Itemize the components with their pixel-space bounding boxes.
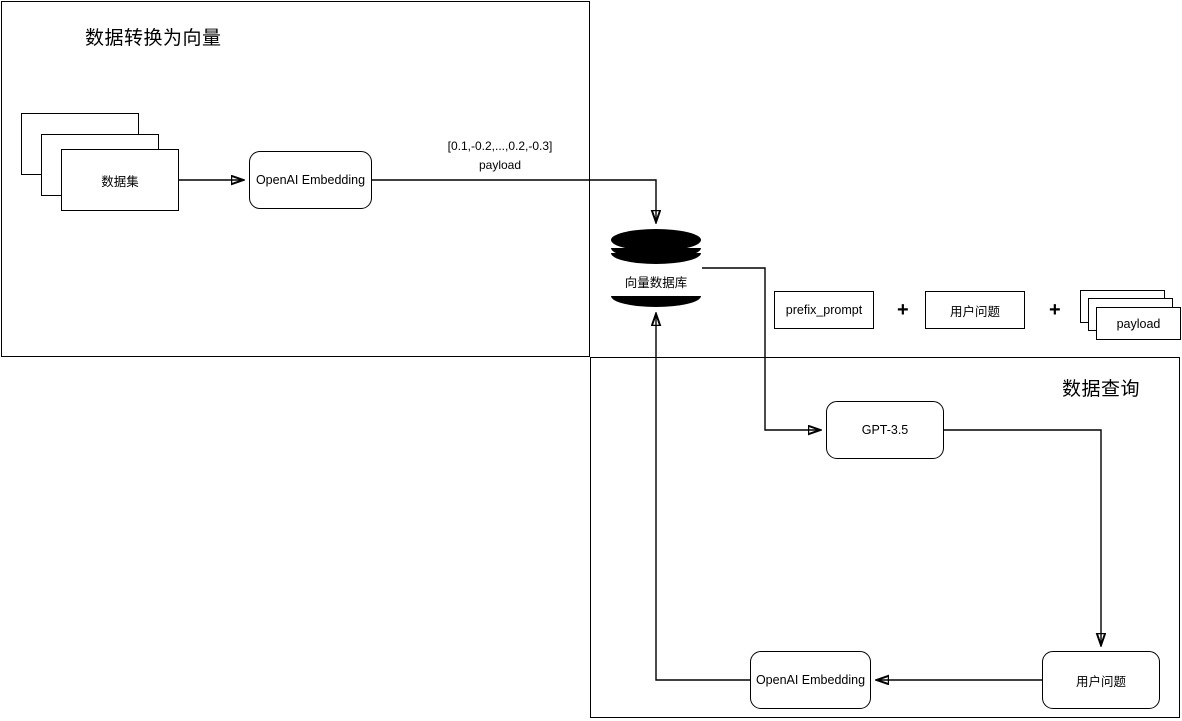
- openai-embedding-query-label: OpenAI Embedding: [755, 673, 866, 687]
- payload-edge-label: payload: [478, 157, 522, 172]
- openai-embedding-ingest-node[interactable]: OpenAI Embedding: [249, 151, 372, 209]
- panel-query: [590, 357, 1180, 718]
- plus-sign-2: +: [1049, 299, 1061, 321]
- prefix-prompt-node[interactable]: prefix_prompt: [774, 291, 874, 329]
- prefix-prompt-label: prefix_prompt: [785, 303, 863, 317]
- user-question-label: 用户问题: [1075, 674, 1126, 689]
- panel-query-title: 数据查询: [1062, 379, 1141, 400]
- dataset-label: 数据集: [101, 174, 139, 189]
- vector-payload-edge-label: [0.1,-0.2,...,0.2,-0.3] payload: [420, 137, 580, 174]
- vector-database-node[interactable]: 向量数据库: [610, 228, 702, 308]
- dataset-node[interactable]: 数据集: [61, 149, 179, 211]
- panel-ingest-title: 数据转换为向量: [85, 28, 222, 49]
- gpt-model-node[interactable]: GPT-3.5: [826, 401, 944, 459]
- gpt-model-label: GPT-3.5: [861, 423, 909, 437]
- vector-database-label: 向量数据库: [624, 276, 688, 290]
- payload-label: payload: [1116, 316, 1161, 331]
- openai-embedding-ingest-label: OpenAI Embedding: [255, 173, 366, 187]
- openai-embedding-query-node[interactable]: OpenAI Embedding: [750, 651, 871, 709]
- panel-ingest: [1, 1, 590, 357]
- user-question-prompt-label: 用户问题: [949, 304, 1000, 319]
- plus-sign-1: +: [897, 299, 909, 321]
- vector-values-label: [0.1,-0.2,...,0.2,-0.3]: [447, 139, 553, 153]
- payload-node[interactable]: payload: [1096, 307, 1181, 340]
- vector-database-icon: [611, 229, 701, 307]
- user-question-node[interactable]: 用户问题: [1042, 651, 1160, 709]
- user-question-prompt-node[interactable]: 用户问题: [925, 291, 1025, 329]
